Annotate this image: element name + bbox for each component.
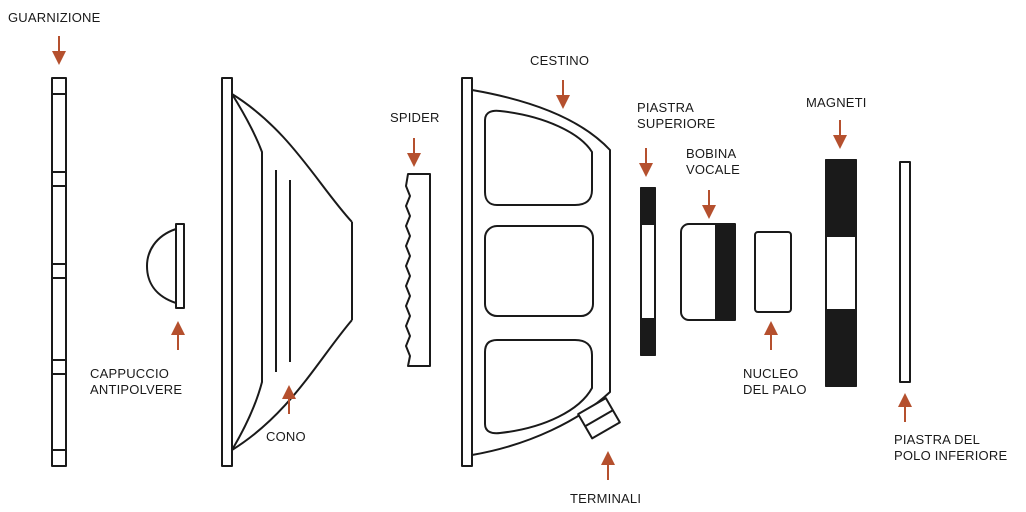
top-plate-label: PIASTRA SUPERIORE (637, 100, 716, 131)
pole-piece-label: NUCLEO DEL PALO (743, 366, 807, 397)
bottom-plate-part (899, 161, 911, 383)
gasket-label: GUARNIZIONE (8, 10, 101, 25)
basket-part (461, 77, 621, 467)
terminals-label: TERMINALI (570, 491, 642, 506)
bottom-plate-label: PIASTRA DEL POLO INFERIORE (894, 432, 1008, 463)
basket-label: CESTINO (530, 53, 590, 68)
top-plate-part (640, 187, 656, 356)
dust-cap-label: CAPPUCCIO ANTIPOLVERE (90, 366, 183, 397)
cone-part (221, 77, 353, 467)
spider-label: SPIDER (390, 110, 440, 125)
gasket-part (51, 77, 67, 467)
magnets-label: MAGNETI (806, 95, 867, 110)
spider-part (405, 173, 431, 367)
dust-cap-part (146, 223, 185, 309)
cone-label: CONO (266, 429, 306, 444)
voice-coil-part (680, 223, 736, 321)
voice-coil-label: BOBINA VOCALE (686, 146, 740, 177)
magnets-part (825, 159, 857, 387)
pole-piece-part (754, 231, 792, 313)
